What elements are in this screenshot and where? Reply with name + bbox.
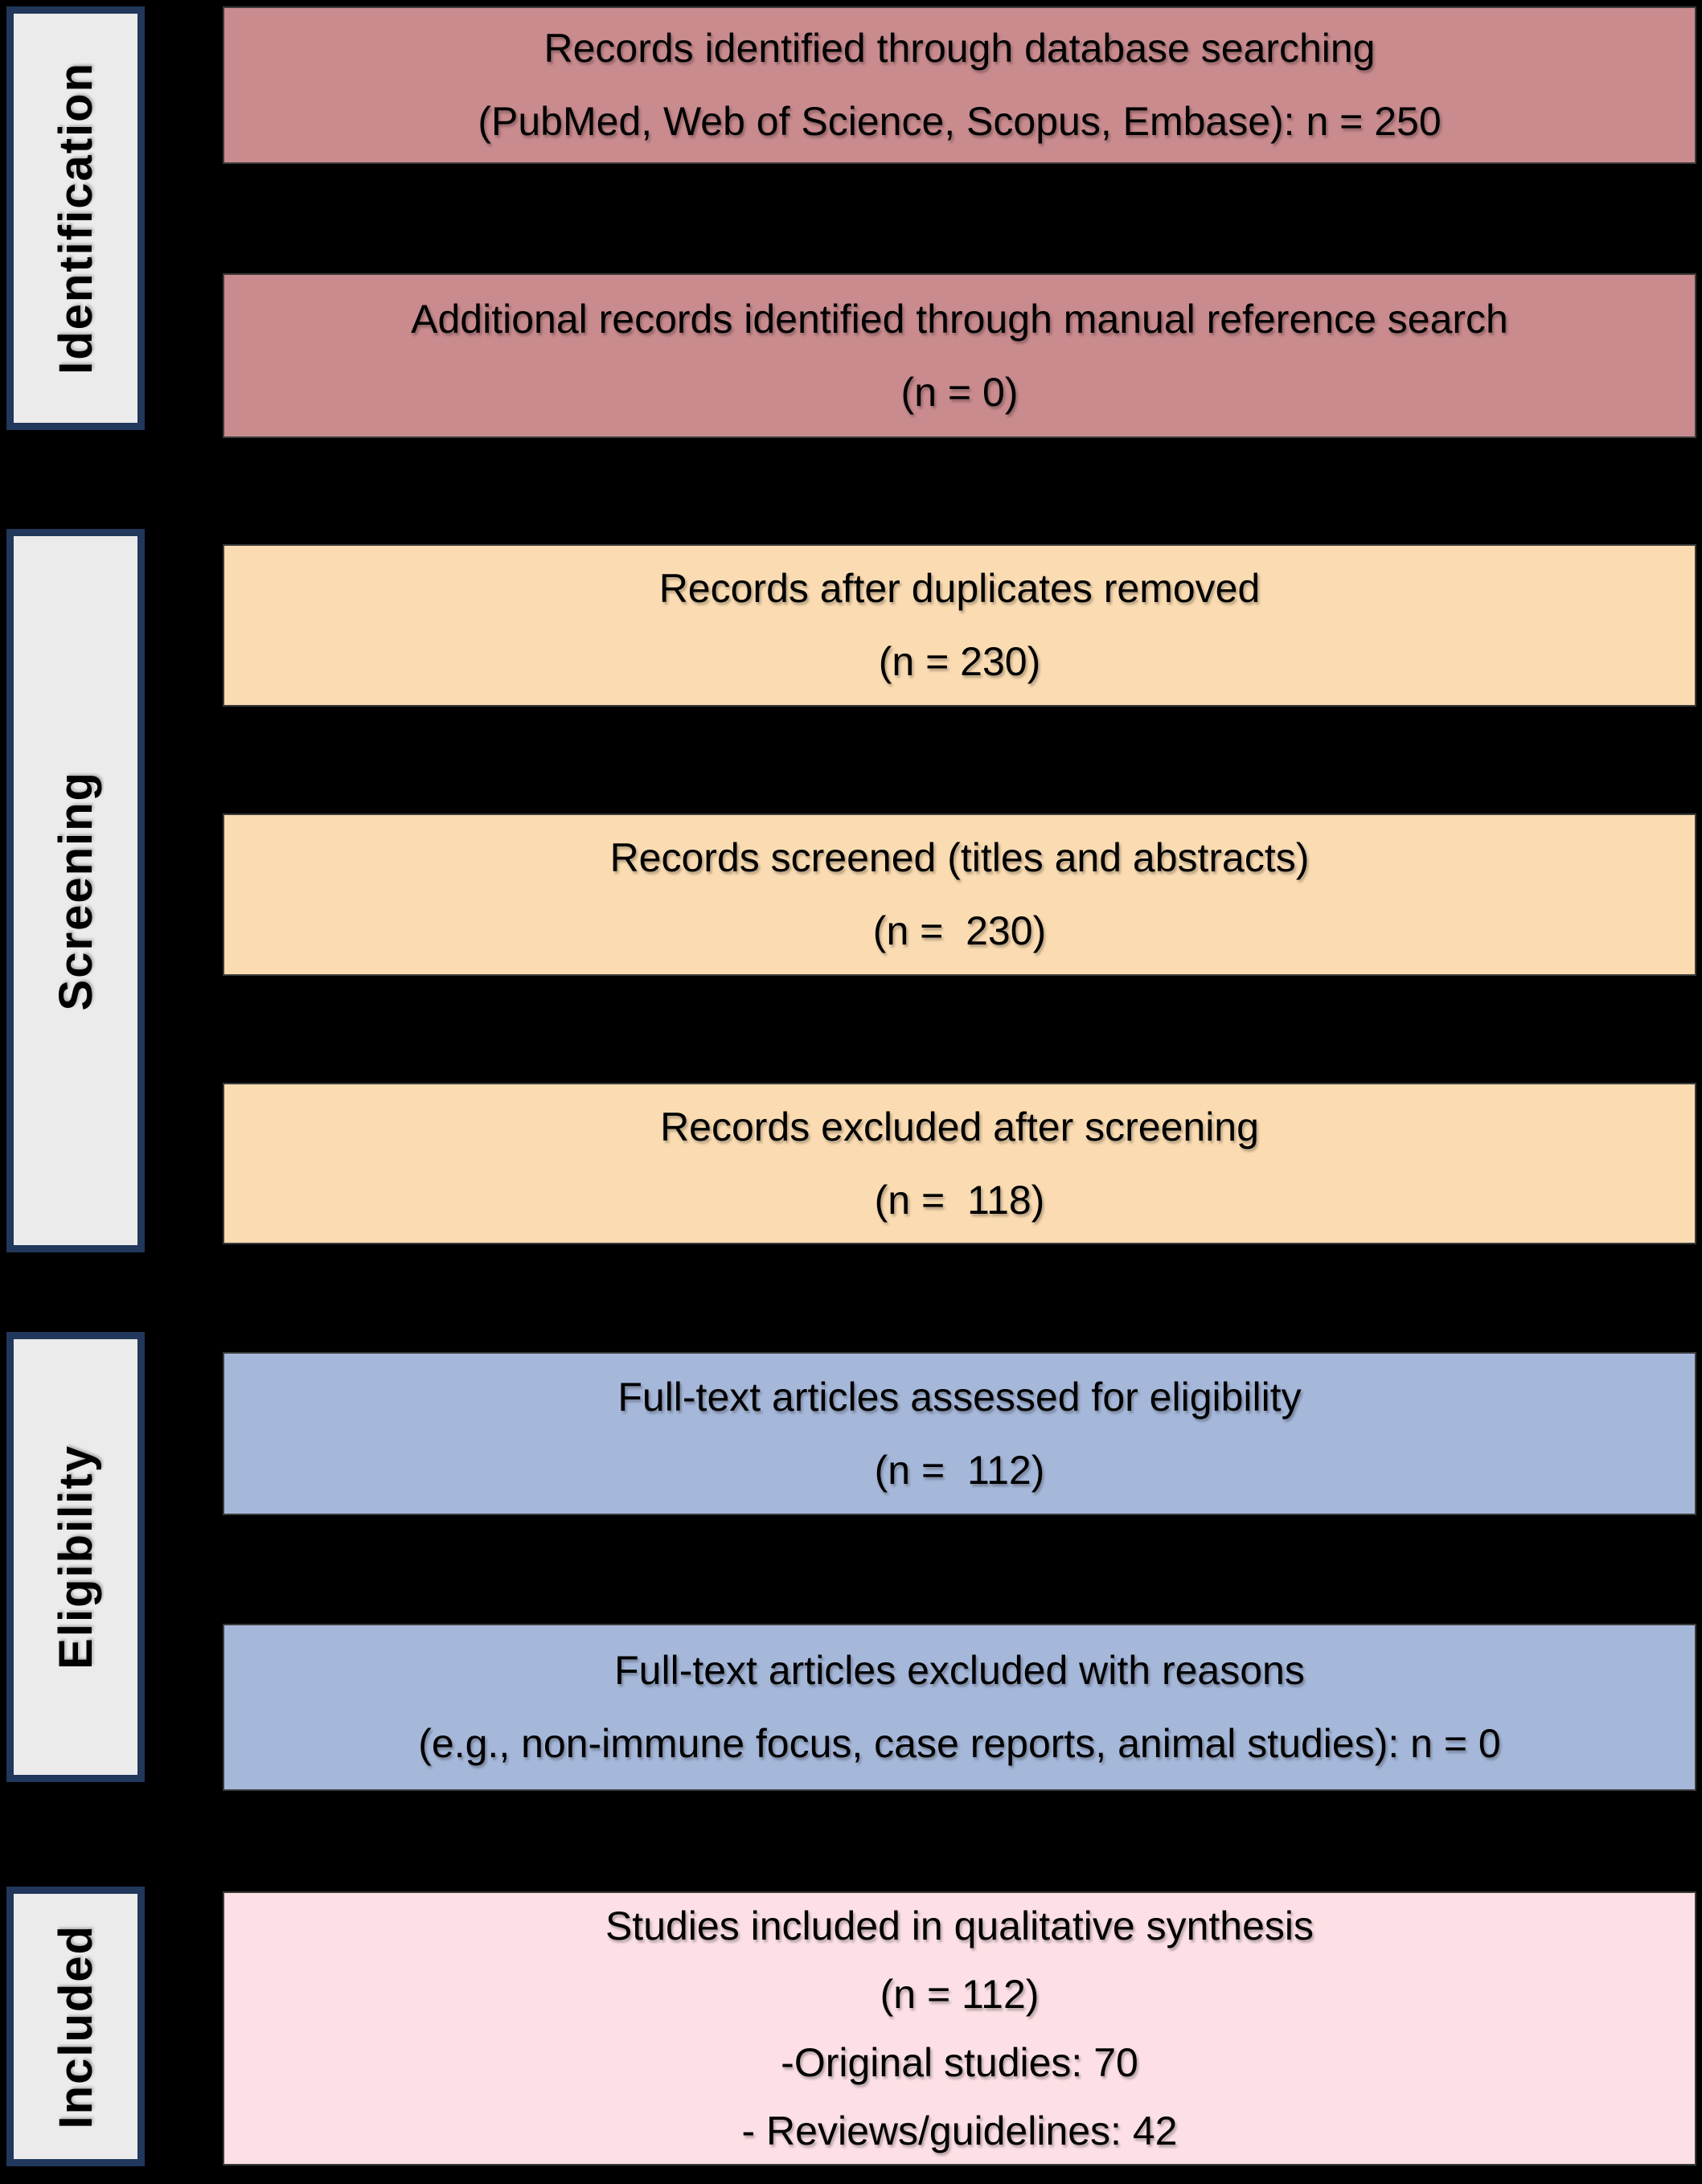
stage-label-identification-text: Identification	[49, 62, 102, 375]
box-line: (n = 230)	[878, 639, 1041, 684]
stage-label-included: Included	[6, 1887, 145, 2166]
stage-label-screening: Screening	[6, 529, 145, 1252]
box-line: Studies included in qualitative synthesi…	[605, 1903, 1314, 1948]
box-fulltext-assessed-eligibility: Full-text articles assessed for eligibil…	[223, 1352, 1696, 1515]
box-line: Records identified through database sear…	[543, 26, 1376, 71]
box-line: - Reviews/guidelines: 42	[741, 2108, 1178, 2153]
box-line: Full-text articles assessed for eligibil…	[617, 1374, 1302, 1420]
box-line: Full-text articles excluded with reasons	[614, 1648, 1305, 1693]
box-records-screened: Records screened (titles and abstracts) …	[223, 813, 1696, 976]
box-line: (n = 118)	[874, 1177, 1045, 1223]
box-line: (n = 112)	[880, 1971, 1040, 2017]
box-records-excluded-after-screening: Records excluded after screening (n = 11…	[223, 1083, 1696, 1244]
stage-label-identification: Identification	[6, 6, 145, 430]
box-line: (n = 0)	[900, 369, 1019, 415]
box-line: (e.g., non-immune focus, case reports, a…	[418, 1721, 1501, 1766]
box-records-after-duplicates-removed: Records after duplicates removed (n = 23…	[223, 544, 1696, 707]
box-line: Records screened (titles and abstracts)	[609, 835, 1310, 880]
box-line: (n = 230)	[872, 908, 1047, 953]
box-line: Records excluded after screening	[660, 1104, 1259, 1149]
stage-label-eligibility-text: Eligibility	[49, 1444, 102, 1670]
box-line: (PubMed, Web of Science, Scopus, Embase)…	[478, 99, 1442, 144]
stage-label-eligibility: Eligibility	[6, 1332, 145, 1782]
box-fulltext-excluded-with-reasons: Full-text articles excluded with reasons…	[223, 1624, 1696, 1791]
box-line: Records after duplicates removed	[658, 566, 1261, 611]
stage-label-screening-text: Screening	[49, 770, 102, 1011]
box-line: -Original studies: 70	[781, 2039, 1138, 2085]
box-additional-records-manual-search: Additional records identified through ma…	[223, 273, 1696, 438]
box-studies-included-qualitative-synthesis: Studies included in qualitative synthesi…	[223, 1891, 1696, 2166]
box-records-identified-database: Records identified through database sear…	[223, 6, 1696, 164]
stage-label-included-text: Included	[49, 1924, 102, 2129]
box-line: (n = 112)	[874, 1447, 1045, 1493]
box-line: Additional records identified through ma…	[411, 296, 1508, 342]
